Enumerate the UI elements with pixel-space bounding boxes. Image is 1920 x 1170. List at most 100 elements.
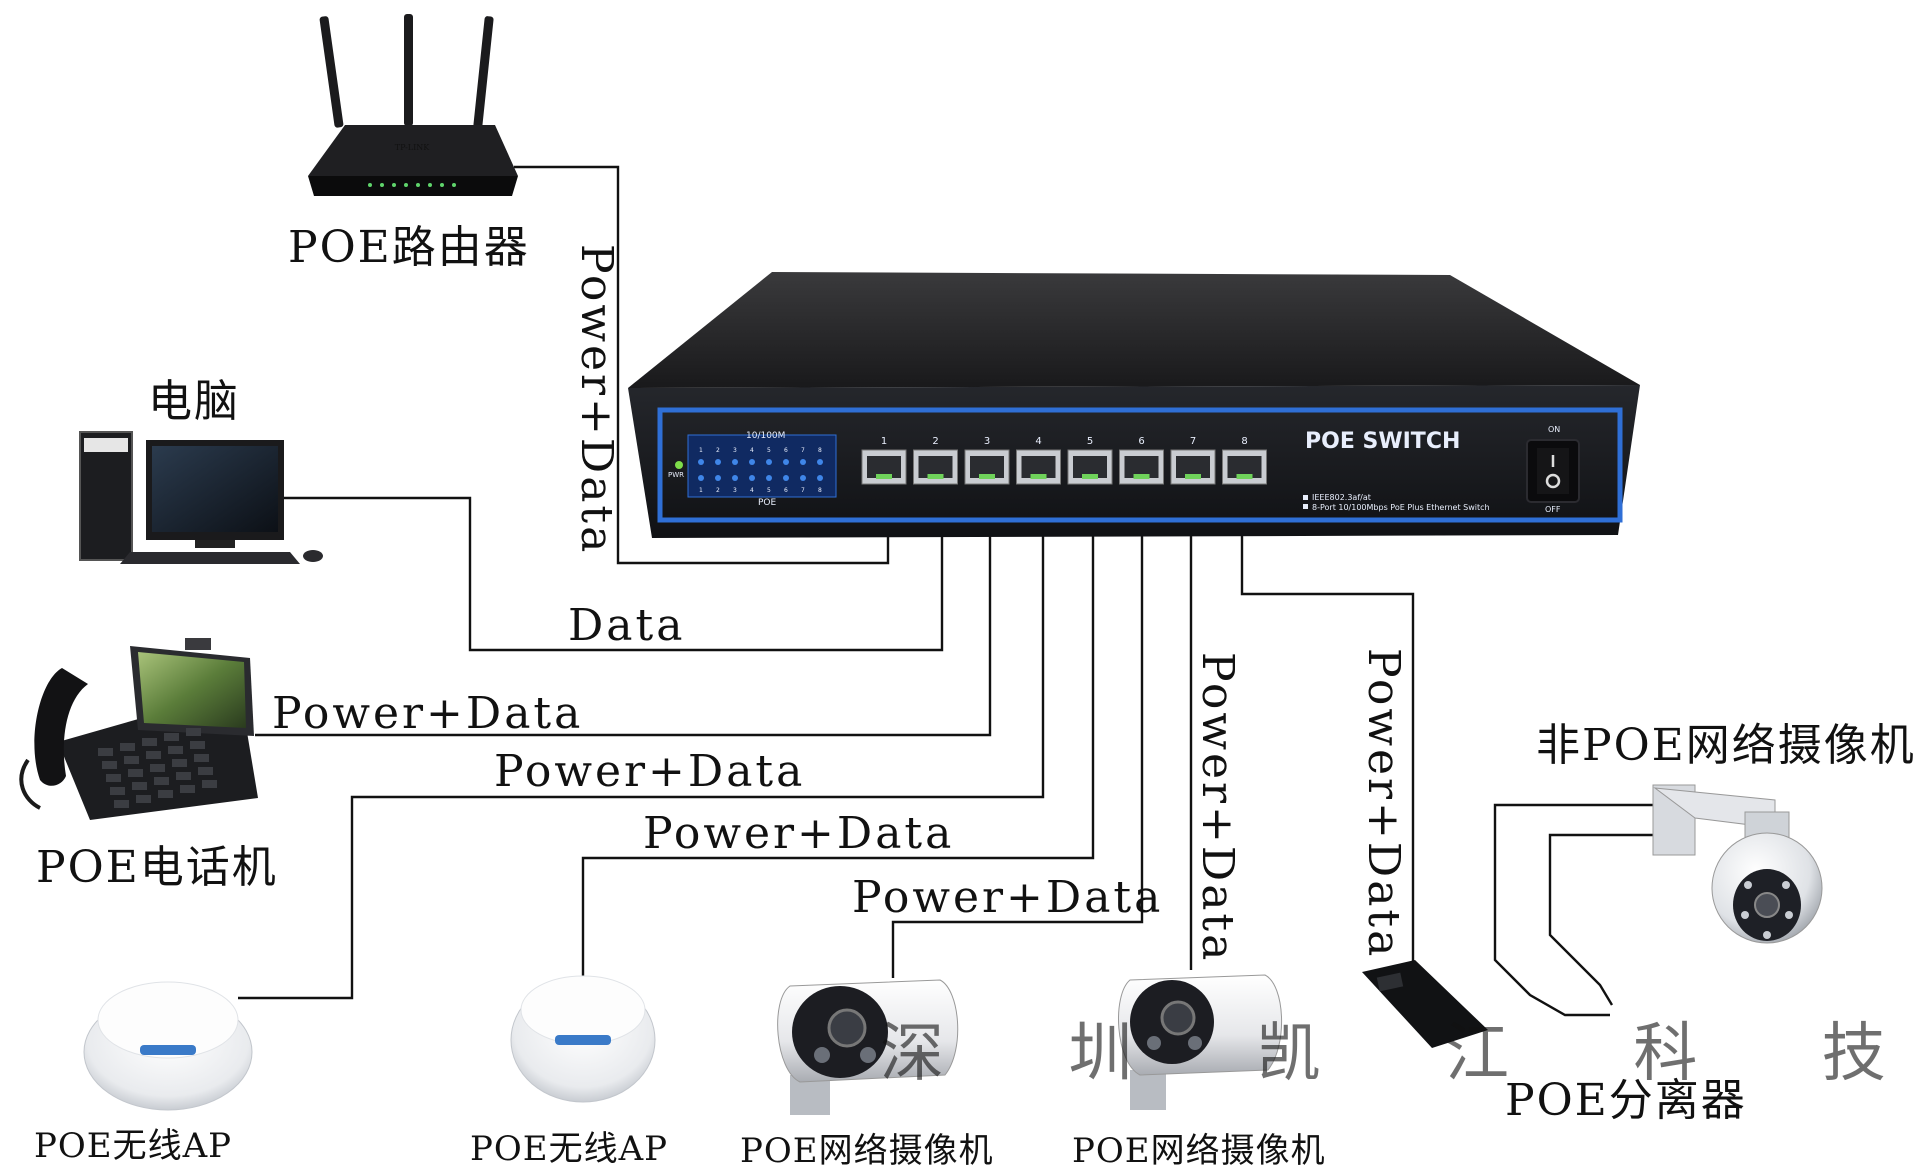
switch-port-4[interactable]: 4	[1016, 436, 1061, 485]
spec-line-1: IEEE802.3af/at	[1312, 493, 1371, 502]
led-footer: POE	[758, 498, 777, 508]
phone-key	[136, 795, 151, 803]
ptz-camera-device	[1652, 784, 1823, 944]
router-leds	[368, 183, 456, 187]
port-number: 6	[1138, 436, 1144, 447]
router-front	[308, 176, 518, 196]
led-number: 1	[699, 447, 703, 454]
wire-phone	[255, 480, 992, 737]
antenna-icon	[473, 16, 494, 128]
led-number: 5	[767, 487, 771, 494]
port-number: 2	[932, 436, 938, 447]
phone-key	[146, 751, 161, 759]
mouse-icon	[303, 550, 323, 562]
conn-label-ap2: Power+Data	[643, 808, 954, 859]
led-number: 6	[784, 487, 788, 494]
port-led	[927, 474, 944, 479]
link-led	[749, 459, 755, 465]
led-number: 7	[801, 487, 805, 494]
phone-key	[110, 787, 125, 795]
phone-key	[124, 756, 139, 764]
phone-key	[158, 790, 173, 798]
ptz-lens	[1754, 892, 1780, 918]
phone-key	[98, 748, 113, 756]
label-camera2: POE网络摄像机	[1072, 1131, 1326, 1170]
link-led	[766, 459, 772, 465]
switch-top	[628, 272, 1640, 388]
wire-splitter	[1240, 480, 1415, 965]
antenna-icon	[319, 16, 344, 128]
camera1-device	[777, 979, 959, 1115]
power-off-label: OFF	[1545, 505, 1561, 514]
port-led	[1082, 474, 1098, 479]
led-number: 8	[818, 487, 822, 494]
phone-key	[198, 767, 213, 775]
label-phone: POE电话机	[36, 842, 278, 893]
power-off-mark	[1545, 473, 1561, 489]
switch-port-7[interactable]: 7	[1170, 436, 1216, 485]
led-number: 7	[801, 447, 805, 454]
wire-camera1	[891, 480, 1144, 978]
keyboard	[120, 552, 300, 564]
switch-port-6[interactable]: 6	[1119, 436, 1164, 485]
camera-mount	[1130, 1070, 1166, 1110]
poe-led	[766, 475, 772, 481]
ap-top	[520, 975, 646, 1045]
ap-leds	[140, 1045, 196, 1055]
wire-ap2	[581, 480, 1095, 978]
phone-key	[164, 733, 179, 741]
splitter-device	[1362, 960, 1488, 1048]
switch-port-8[interactable]: 8	[1222, 436, 1267, 485]
led-number: 4	[750, 487, 754, 494]
label-router: POE路由器	[288, 222, 530, 273]
port-socket	[970, 456, 1004, 478]
phone-key	[150, 764, 165, 772]
phone-key	[194, 754, 209, 762]
poe-led	[783, 475, 789, 481]
phone-key	[128, 769, 143, 777]
link-led	[800, 459, 806, 465]
switch-port-1[interactable]: 1	[861, 436, 907, 485]
poe-led	[715, 475, 721, 481]
port-led	[876, 474, 892, 479]
link-led	[715, 459, 721, 465]
camera-lens	[827, 1008, 867, 1048]
switch-port-2[interactable]: 2	[913, 436, 958, 485]
computer-device	[79, 431, 323, 564]
phone-key	[114, 800, 129, 808]
port-socket	[918, 456, 953, 478]
ap2-device	[510, 975, 656, 1103]
antenna-icon	[404, 14, 413, 126]
phone-key	[120, 743, 135, 751]
camera2-device	[1118, 974, 1283, 1110]
router-body	[308, 125, 518, 176]
switch-port-5[interactable]: 5	[1067, 436, 1113, 485]
wire-splitter-out-2	[1548, 833, 1695, 1006]
phone-device	[19, 638, 258, 820]
phone-key	[180, 785, 195, 793]
port-socket	[1073, 456, 1107, 478]
poe-led	[817, 475, 823, 481]
wire-splitter-out-1	[1493, 803, 1655, 1017]
port-led	[1030, 474, 1047, 479]
port-socket	[1227, 456, 1262, 478]
switch-port-3[interactable]: 3	[964, 436, 1010, 485]
port-number: 4	[1035, 436, 1041, 447]
phone-keypad	[98, 728, 217, 808]
pc-tower	[79, 431, 133, 561]
watermark: 深 圳 凯 江 科 技	[880, 1017, 1920, 1091]
pwr-label: PWR	[668, 471, 684, 479]
camera-ir	[814, 1047, 830, 1063]
port-led	[1133, 474, 1150, 479]
port-number: 8	[1241, 436, 1247, 447]
port-led	[1236, 474, 1253, 479]
wire-ap1	[238, 480, 1045, 1000]
port-number: 3	[984, 436, 990, 447]
port-socket	[1176, 456, 1210, 478]
link-led	[732, 459, 738, 465]
phone-key	[202, 780, 217, 788]
link-led	[817, 459, 823, 465]
led-number: 2	[716, 487, 720, 494]
